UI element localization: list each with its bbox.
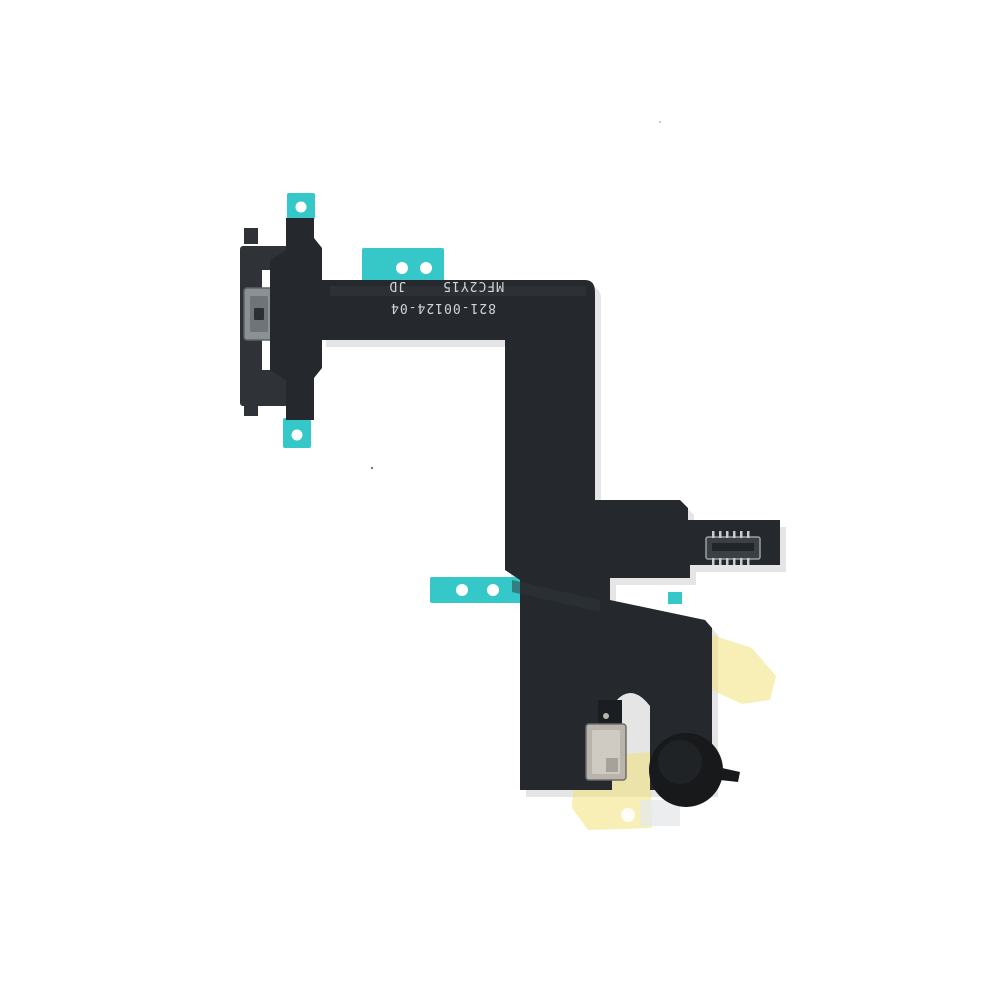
board-connector bbox=[705, 531, 761, 565]
adhesive-strip-middle bbox=[430, 577, 522, 603]
flex-cable-body bbox=[270, 218, 780, 790]
adhesive-strip-top-horizontal bbox=[362, 248, 444, 284]
yellow-film-right bbox=[712, 635, 776, 704]
adhesive-strip-bottom-vertical bbox=[283, 418, 311, 448]
dust-speck bbox=[370, 466, 374, 470]
flash-module bbox=[649, 733, 740, 807]
silk-maker-mark: JD bbox=[388, 278, 406, 293]
silk-part-number: 821-00124-04 bbox=[390, 300, 496, 315]
adhesive-strip-right-sliver bbox=[668, 592, 682, 604]
adhesive-strip-top-vertical bbox=[287, 193, 315, 219]
silkscreen-markings: 821-00124-04 MFC2Y15 JD bbox=[388, 278, 504, 315]
dust-speck bbox=[659, 121, 661, 123]
silk-lot-code: MFC2Y15 bbox=[442, 278, 504, 293]
microphone-component bbox=[585, 700, 627, 781]
